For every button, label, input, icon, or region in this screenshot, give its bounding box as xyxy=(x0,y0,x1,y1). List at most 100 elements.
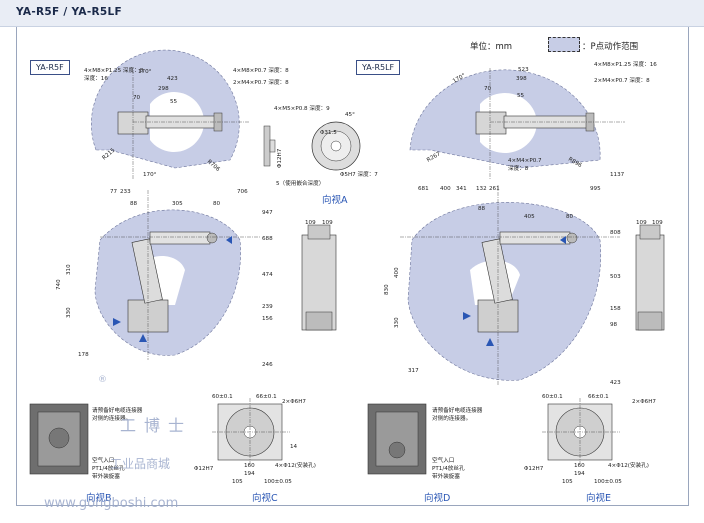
view-c-dim-105: 105 xyxy=(232,479,243,485)
r5lf-side-317: 317 xyxy=(408,368,419,374)
r5lf-top-view xyxy=(409,68,625,180)
r5lf-dim-523: 523 xyxy=(518,67,529,73)
caption-view-b: 向视B xyxy=(86,493,112,504)
view-a-dim-45: 45° xyxy=(345,112,355,118)
view-a-dim-phi315: Φ31.5 xyxy=(320,130,337,136)
watermark-brand: 工博士 xyxy=(120,416,193,435)
r5lf-side-88: 88 xyxy=(478,206,486,212)
r5f-side-474: 474 xyxy=(262,272,273,278)
r5f-side-947: 947 xyxy=(262,210,273,216)
r5lf-side-503: 503 xyxy=(610,274,621,280)
view-b-drawing xyxy=(29,403,89,475)
r5f-front-109a: 109 xyxy=(305,220,316,226)
p-range-label: ：P点动作范围 xyxy=(582,42,639,52)
unit-label: 单位：mm xyxy=(470,42,513,52)
r5f-side-156: 156 xyxy=(262,316,273,322)
view-e-dim-105: 105 xyxy=(562,479,573,485)
r5f-top-view xyxy=(91,49,250,180)
r5lf-dim-m8: 4×M8×P1.25 深度：16 xyxy=(594,60,657,68)
view-b-note-3: 空气入口 xyxy=(92,456,114,464)
r5lf-side-1137: 1137 xyxy=(610,172,625,178)
view-e-dim-phi6: 2×Φ6H7 xyxy=(632,399,656,405)
r5lf-dim-depth8: 深度：8 xyxy=(508,164,529,172)
r5lf-side-158: 158 xyxy=(610,306,621,312)
r5f-side-77: 77 xyxy=(110,189,118,195)
view-d-note-4: PT1/4放丝孔 xyxy=(432,464,465,472)
caption-view-e: 向视E xyxy=(586,493,612,504)
view-e-dim-100: 100±0.05 xyxy=(594,479,622,485)
view-d-note-2: 对侧的连接器。 xyxy=(432,414,471,422)
caption-view-a: 向视A xyxy=(322,195,348,206)
r5lf-dim-m4p07: 4×M4×P0.7 xyxy=(508,158,542,164)
view-a-dim-phi5h7: Φ5H7 深度：7 xyxy=(340,170,378,178)
r5f-side-246: 246 xyxy=(262,362,273,368)
view-c-dim-phi12h7: Φ12H7 xyxy=(194,466,214,472)
view-e-dim-60: 60±0.1 xyxy=(542,394,563,400)
r5f-dim-298: 298 xyxy=(158,86,169,92)
p-range-swatch xyxy=(548,37,580,52)
view-d-note-1: 请预备好电缆连接器 xyxy=(432,406,483,414)
view-a-dim-phi12h7: Φ12H7 xyxy=(277,148,283,168)
view-c-dim-phi12: 4×Φ12(安装孔) xyxy=(275,461,316,469)
r5f-side-706: 706 xyxy=(237,189,248,195)
r5f-side-310: 310 xyxy=(66,264,72,275)
r5f-dim-55: 55 xyxy=(170,99,178,105)
view-c-dim-60: 60±0.1 xyxy=(212,394,233,400)
r5lf-front-view xyxy=(635,224,665,331)
watermark-reg: ® xyxy=(98,375,107,385)
r5lf-dim-55: 55 xyxy=(517,93,525,99)
r5f-dim-angle-bottom: 170° xyxy=(143,172,157,178)
r5lf-side-341: 341 xyxy=(456,186,467,192)
view-d-note-5: 带外装旋塞 xyxy=(432,472,460,480)
r5f-dim-70: 70 xyxy=(133,95,141,101)
watermark-site: www.gongboshi.com xyxy=(44,496,179,511)
view-e-dim-194: 194 xyxy=(574,471,585,477)
r5f-dim-angle-top: 170° xyxy=(138,69,152,75)
view-e-dim-phi12: 4×Φ12(安装孔) xyxy=(608,461,649,469)
view-e-dim-160: 160 xyxy=(574,463,585,469)
r5f-dim-depth16: 深度：16 xyxy=(84,74,108,82)
view-c-dim-14: 14 xyxy=(290,444,298,450)
r5f-side-305: 305 xyxy=(172,201,183,207)
r5f-side-80: 80 xyxy=(213,201,221,207)
view-d-note-3: 空气入口 xyxy=(432,456,454,464)
r5lf-dim-70: 70 xyxy=(484,86,492,92)
r5lf-side-80: 80 xyxy=(566,214,574,220)
tag-r5f: YA-R5F xyxy=(30,60,70,75)
r5lf-side-261: 261 xyxy=(489,186,500,192)
view-b-note-4: PT1/4放丝孔 xyxy=(92,464,125,472)
view-c-dim-100: 100±0.05 xyxy=(264,479,292,485)
r5lf-side-400b: 400 xyxy=(394,267,400,278)
r5f-side-688: 688 xyxy=(262,236,273,242)
r5f-dim-m8: 4×M8×P1.25 深度：8 xyxy=(84,66,144,74)
r5f-side-178: 178 xyxy=(78,352,89,358)
view-a-dim-depth: 5（使用嵌合深度） xyxy=(276,179,324,187)
r5f-dim-m8p07: 4×M8×P0.7 深度：8 xyxy=(233,66,289,74)
view-d-drawing xyxy=(367,403,427,475)
view-b-note-1: 请预备好电缆连接器 xyxy=(92,406,143,414)
view-b-note-2: 对侧的连接器。 xyxy=(92,414,131,422)
r5lf-side-405: 405 xyxy=(524,214,535,220)
r5f-dim-m4: 2×M4×P0.7 深度：8 xyxy=(233,78,289,86)
r5f-side-233: 233 xyxy=(120,189,131,195)
r5lf-side-423: 423 xyxy=(610,380,621,386)
view-c-dim-194: 194 xyxy=(244,471,255,477)
r5lf-side-995: 995 xyxy=(590,186,601,192)
r5f-front-109b: 109 xyxy=(322,220,333,226)
view-c-dim-phi6: 2×Φ6H7 xyxy=(282,399,306,405)
r5lf-side-681: 681 xyxy=(418,186,429,192)
r5lf-side-330: 330 xyxy=(394,317,400,328)
r5f-side-239: 239 xyxy=(262,304,273,310)
caption-view-c: 向视C xyxy=(252,493,278,504)
r5f-dim-423: 423 xyxy=(167,76,178,82)
view-c-dim-66: 66±0.1 xyxy=(256,394,277,400)
view-a-dim-m5: 4×M5×P0.8 深度：9 xyxy=(274,104,330,112)
tag-r5lf: YA-R5LF xyxy=(356,60,401,75)
r5lf-side-830: 830 xyxy=(384,284,390,295)
header-bar: YA-R5F / YA-R5LF xyxy=(0,0,704,27)
r5lf-side-400: 400 xyxy=(440,186,451,192)
caption-view-d: 向视D xyxy=(424,493,451,504)
r5lf-dim-398: 398 xyxy=(516,76,527,82)
r5lf-side-132: 132 xyxy=(476,186,487,192)
watermark-mall: 工业品商城 xyxy=(110,457,171,471)
